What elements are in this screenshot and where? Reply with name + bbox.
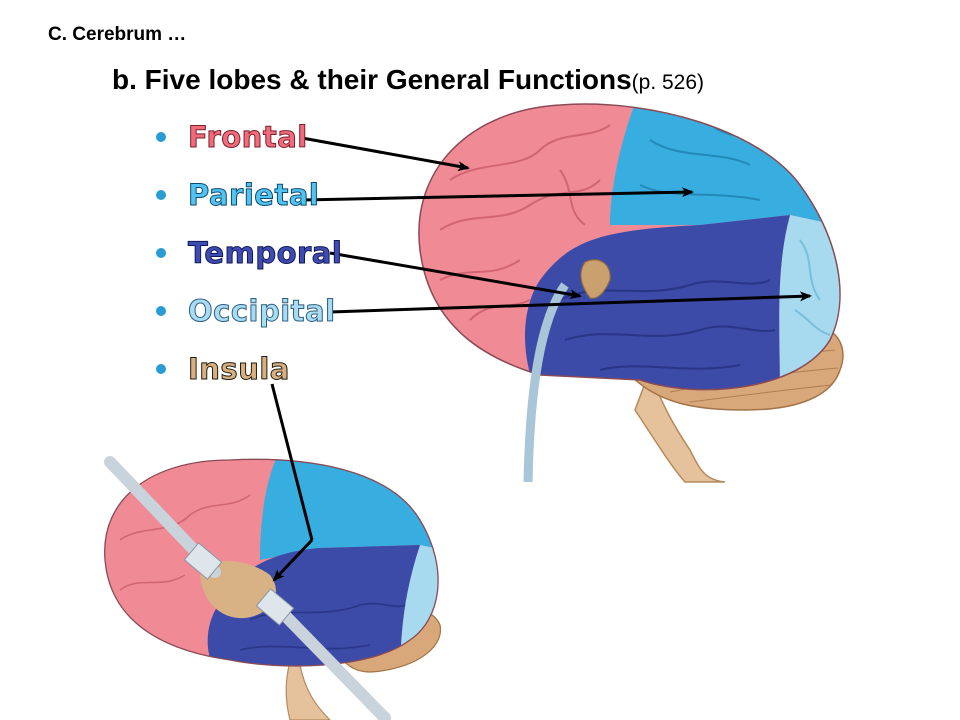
bullet-icon [156, 364, 166, 374]
temporal-arrow [329, 251, 582, 300]
lobe-item-temporal: Temporal [156, 224, 342, 282]
insula-arrow-tip [272, 538, 314, 582]
lobe-label-occipital: Occipital [188, 294, 336, 329]
insula-flap [580, 259, 611, 299]
lateral-brain [418, 103, 844, 483]
small-retractors [104, 456, 391, 720]
brainstem [634, 367, 726, 483]
frontal-arrow [301, 136, 470, 172]
lobe-label-temporal: Temporal [187, 236, 343, 271]
retractor-probe [523, 282, 569, 483]
lobe-list: Frontal Parietal Temporal Occipital Insu… [156, 108, 342, 398]
lobe-item-frontal: Frontal [156, 108, 342, 166]
lobe-item-insula: Insula [156, 340, 342, 398]
small-brainstem [285, 661, 331, 720]
bullet-icon [156, 306, 166, 316]
lobe-label-frontal: Frontal [188, 120, 308, 155]
bullet-icon [156, 248, 166, 258]
insula-arrow [270, 383, 314, 541]
slide-title: b. Five lobes & their General Functions(… [112, 64, 704, 96]
bullet-icon [156, 132, 166, 142]
lobe-label-insula: Insula [188, 352, 290, 387]
lobe-item-occipital: Occipital [156, 282, 342, 340]
parietal-arrow [301, 187, 694, 202]
occipital-arrow [329, 291, 812, 314]
page-reference: (p. 526) [631, 71, 705, 94]
lobe-item-parietal: Parietal [156, 166, 342, 224]
bullet-icon [156, 190, 166, 200]
slide-title-main: b. Five lobes & their General Functions [112, 64, 632, 95]
insula-view-brain [104, 456, 441, 720]
section-title: C. Cerebrum … [48, 24, 187, 45]
lobe-label-parietal: Parietal [187, 178, 320, 213]
pointer-arrows [270, 136, 812, 582]
